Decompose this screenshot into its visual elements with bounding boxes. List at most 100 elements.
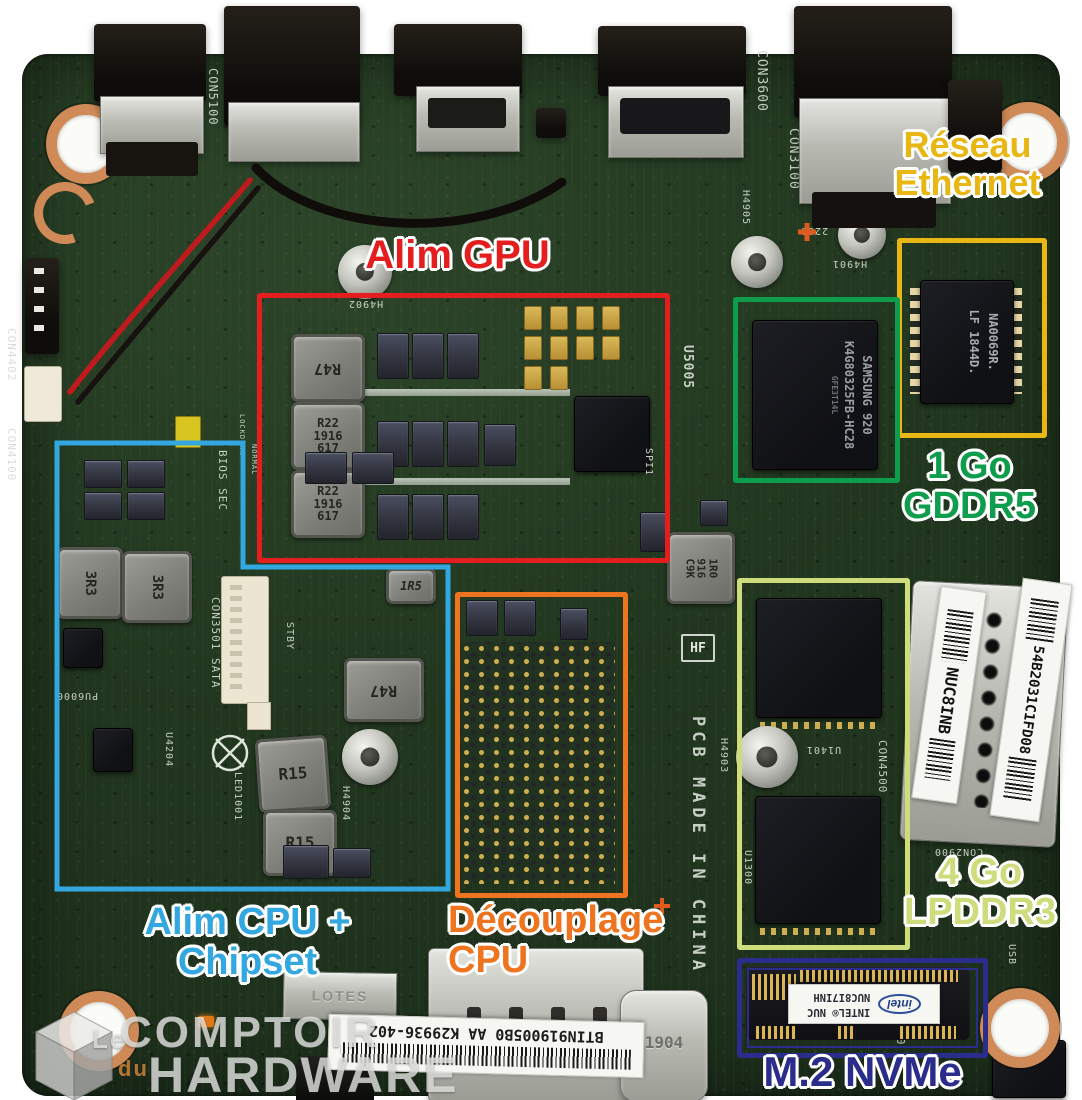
solder-pad bbox=[550, 336, 568, 360]
label-text: Découplage bbox=[448, 899, 664, 941]
capacitor bbox=[84, 492, 122, 520]
inductor-label: 1R0 916 C9K bbox=[683, 558, 720, 578]
side-connector bbox=[948, 80, 1002, 172]
label-text: 4 Go bbox=[937, 851, 1023, 893]
capacitor bbox=[283, 845, 329, 879]
label-text: Ethernet bbox=[894, 162, 1041, 204]
m2-gold-pins bbox=[838, 1026, 856, 1039]
inductor-label: R47 bbox=[370, 681, 398, 700]
capacitor bbox=[466, 600, 498, 636]
label-text: M.2 NVMe bbox=[763, 1048, 962, 1095]
capacitor bbox=[504, 600, 536, 636]
silkscreen-con3501-sata: CON3501 SATA bbox=[209, 597, 222, 689]
silkscreen-lockdown: LOCKDOWN bbox=[238, 414, 246, 456]
sata-pins bbox=[230, 585, 242, 695]
mosfet bbox=[412, 333, 444, 379]
annotation-box-m2 bbox=[737, 958, 988, 1058]
label-text: 1 Go bbox=[927, 445, 1012, 487]
hdmi-port-2 bbox=[394, 24, 522, 96]
capacitor bbox=[127, 460, 165, 488]
solder-pads bbox=[760, 722, 876, 729]
barcode bbox=[1025, 598, 1059, 644]
silkscreen-pcb-origin: PCB MADE IN CHINA bbox=[688, 716, 708, 975]
label-text: Alim CPU + bbox=[144, 901, 351, 943]
solder-pad bbox=[576, 336, 594, 360]
silkscreen-spi1: SPI1 bbox=[643, 448, 654, 477]
hdmi-port-1-shield bbox=[228, 102, 360, 162]
label-gddr5: 1 Go GDDR5 bbox=[877, 446, 1062, 527]
silkscreen-con5100: CON5100 bbox=[206, 68, 220, 126]
solder-pad bbox=[602, 336, 620, 360]
inductor-3r3: 3R3 bbox=[122, 551, 192, 623]
mounting-hole bbox=[980, 988, 1060, 1068]
label-reseau-ethernet: Réseau Ethernet bbox=[860, 124, 1075, 204]
usb-c-connector: 1904 bbox=[620, 990, 708, 1100]
inductor-label: 1R5 bbox=[400, 578, 422, 593]
sticker-text: 54B2031C1FD08 bbox=[1015, 644, 1047, 756]
sticker-text: NUC8INB bbox=[934, 666, 963, 736]
silkscreen-led1001: LED1001 bbox=[232, 772, 243, 822]
annotation-box-gddr5 bbox=[733, 297, 900, 483]
annotation-box-decouplage bbox=[455, 592, 628, 898]
silkscreen-u5005: U5005 bbox=[680, 345, 695, 390]
jumper-component bbox=[175, 416, 201, 448]
hdmi-port-2-slot bbox=[428, 98, 506, 128]
chip-pins bbox=[910, 288, 920, 394]
annotation-box-alim-gpu bbox=[257, 293, 670, 563]
inductor-r15: R15 bbox=[254, 734, 332, 814]
silkscreen-u4204: U4204 bbox=[163, 732, 174, 768]
silkscreen-h4901: H4901 bbox=[832, 258, 868, 269]
solder-pad bbox=[576, 306, 594, 330]
label-alim-cpu-chipset: Alim CPU + Chipset bbox=[105, 902, 390, 983]
inductor-1r0: 1R0 916 C9K bbox=[667, 532, 735, 604]
label-text: GDDR5 bbox=[902, 485, 1037, 528]
label-m2-nvme: M.2 NVMe bbox=[750, 1048, 975, 1095]
annotation-box-m2-inner bbox=[747, 968, 978, 1048]
power-jack bbox=[94, 24, 206, 102]
barcode bbox=[924, 737, 956, 781]
samsung-gddr5-chip: SAMSUNG 920 K4G80325FB-HC28 GFE3T14L bbox=[752, 320, 878, 470]
silkscreen-u1300: U1300 bbox=[742, 850, 753, 886]
chip-pins bbox=[1012, 288, 1022, 394]
screw-standoff bbox=[338, 245, 392, 299]
power-rail bbox=[360, 478, 570, 485]
mosfet bbox=[377, 333, 409, 379]
label-alim-gpu: Alim GPU bbox=[340, 234, 575, 276]
inductor-label: R15 bbox=[277, 762, 309, 784]
mini-dp-slot bbox=[620, 98, 730, 134]
silkscreen-usb: USB bbox=[1006, 944, 1017, 966]
small-ic-u4204 bbox=[93, 728, 133, 772]
decoupling-capacitor-field bbox=[459, 642, 615, 884]
capacitor bbox=[84, 460, 122, 488]
silkscreen-h4904: H4904 bbox=[340, 786, 351, 822]
lpddr3-chip bbox=[755, 796, 881, 924]
solder-pad bbox=[550, 306, 568, 330]
silkscreen-bios-sec: BIOS SEC bbox=[216, 450, 229, 511]
m2-gold-pins bbox=[756, 1026, 796, 1039]
inductor-label: 3R3 bbox=[149, 574, 166, 600]
gpu-vrm-controller-ic bbox=[574, 396, 650, 472]
barcode bbox=[1003, 756, 1037, 802]
screw-standoff bbox=[736, 726, 798, 788]
watermark-comptoir: COMPTOIR bbox=[120, 1008, 381, 1057]
sata-connector bbox=[221, 576, 269, 704]
sticker-text: BTIN919005B0 AA K29936-402 bbox=[368, 1022, 604, 1047]
inductor-r47: R47 bbox=[344, 658, 424, 722]
annotation-box-ethernet bbox=[897, 238, 1047, 438]
led bbox=[198, 1016, 214, 1027]
mosfet bbox=[484, 424, 516, 466]
wire-connector-con4100 bbox=[24, 366, 62, 422]
watermark-cube-logo bbox=[34, 1011, 114, 1100]
label-text: CPU bbox=[448, 939, 529, 982]
silkscreen-con3100: CON3100 bbox=[786, 128, 801, 190]
screw-standoff bbox=[342, 729, 398, 785]
pin-header bbox=[536, 108, 566, 138]
label-lpddr3: 4 Go LPDDR3 bbox=[880, 852, 1080, 933]
label-text: Chipset bbox=[177, 941, 318, 984]
silkscreen-con4402: CON4402 bbox=[5, 328, 18, 382]
hf-logo-text: HF bbox=[690, 640, 706, 656]
solder-pad bbox=[550, 366, 568, 390]
label-text: Alim GPU bbox=[365, 233, 550, 277]
label-text: Réseau bbox=[903, 124, 1032, 165]
